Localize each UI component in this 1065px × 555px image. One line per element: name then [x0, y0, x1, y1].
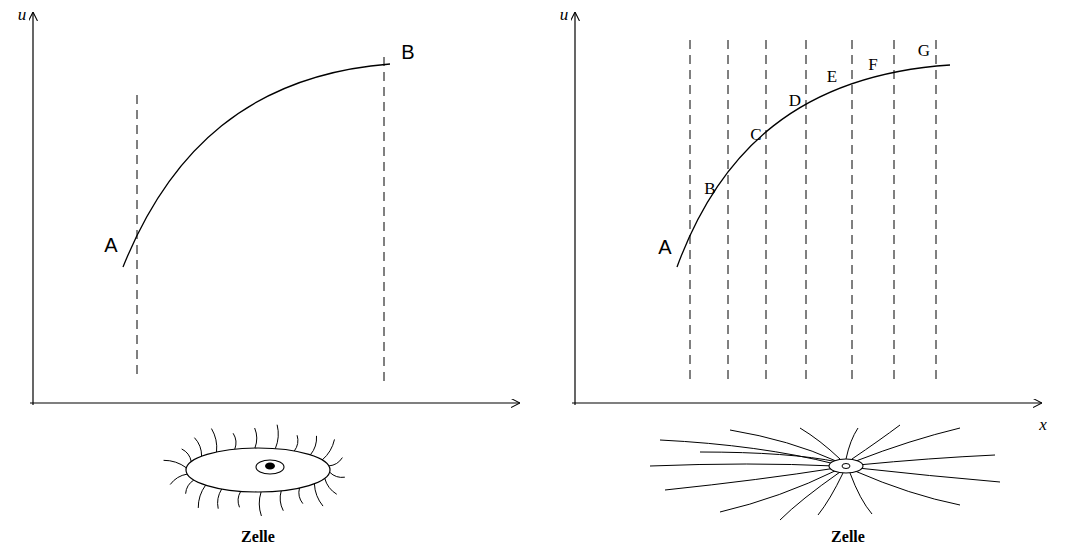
- point-label: A: [658, 237, 671, 257]
- x-axis: [30, 402, 520, 403]
- dendrite: [218, 489, 222, 509]
- axis-label: u: [560, 6, 569, 23]
- dendrite: [329, 458, 343, 466]
- neurite: [650, 464, 835, 466]
- boundary-line: [384, 57, 385, 385]
- dendrite: [198, 485, 205, 508]
- axis-label: x: [1039, 416, 1047, 433]
- cell-body: [829, 459, 863, 473]
- boundary-line: [852, 40, 853, 382]
- neurite: [730, 430, 836, 461]
- dendrite: [314, 484, 323, 506]
- neurite: [665, 468, 836, 490]
- neurite: [856, 428, 960, 461]
- dendrite: [275, 425, 278, 449]
- dendrite: [330, 472, 345, 477]
- neurite: [858, 468, 1000, 482]
- dendrite: [294, 435, 298, 451]
- point-label: A: [104, 235, 117, 255]
- boundary-line: [690, 40, 691, 382]
- potential-curve: [677, 65, 950, 267]
- dendrite: [310, 436, 316, 455]
- nucleus: [256, 460, 284, 474]
- dendrite: [182, 449, 192, 462]
- dendrite: [211, 429, 216, 452]
- neurite: [850, 473, 872, 514]
- potential-curve: [123, 64, 390, 267]
- dendrite: [299, 488, 303, 504]
- dendrite: [325, 478, 337, 494]
- nucleolus: [265, 463, 275, 470]
- boundary-line: [894, 40, 895, 382]
- neurite: [720, 470, 837, 512]
- dendrite: [164, 460, 187, 467]
- point-label: G: [918, 42, 930, 59]
- neurite: [846, 428, 858, 459]
- point-label: B: [704, 180, 715, 197]
- neurite: [660, 440, 835, 464]
- point-label: B: [401, 42, 414, 62]
- dendrite: [280, 491, 283, 511]
- cell-caption: Zelle: [831, 529, 865, 545]
- point-label: C: [750, 126, 761, 143]
- boundary-line: [728, 40, 729, 382]
- boundary-line: [766, 40, 767, 382]
- point-label: E: [827, 68, 837, 85]
- dendrite: [194, 438, 201, 457]
- dendrite: [238, 491, 241, 507]
- boundary-line: [936, 40, 937, 382]
- boundary-line: [806, 40, 807, 382]
- dendrite: [255, 428, 257, 448]
- nucleus: [842, 464, 850, 469]
- dendrite: [186, 480, 194, 494]
- dendrite: [170, 474, 187, 484]
- dendrite: [259, 492, 261, 516]
- neurite: [700, 452, 838, 462]
- x-axis: [572, 402, 1042, 403]
- neurite: [818, 473, 843, 515]
- cell-caption: Zelle: [241, 529, 275, 545]
- neurite: [858, 455, 995, 465]
- dendrite: [322, 439, 334, 460]
- u-axis: [32, 12, 33, 405]
- point-label: F: [868, 56, 877, 73]
- axis-label: u: [18, 6, 27, 23]
- neurite: [855, 471, 960, 505]
- point-label: D: [789, 92, 801, 109]
- u-axis: [574, 12, 575, 405]
- cell-body: [186, 448, 330, 492]
- dendrite: [233, 433, 236, 449]
- neurite: [852, 425, 900, 459]
